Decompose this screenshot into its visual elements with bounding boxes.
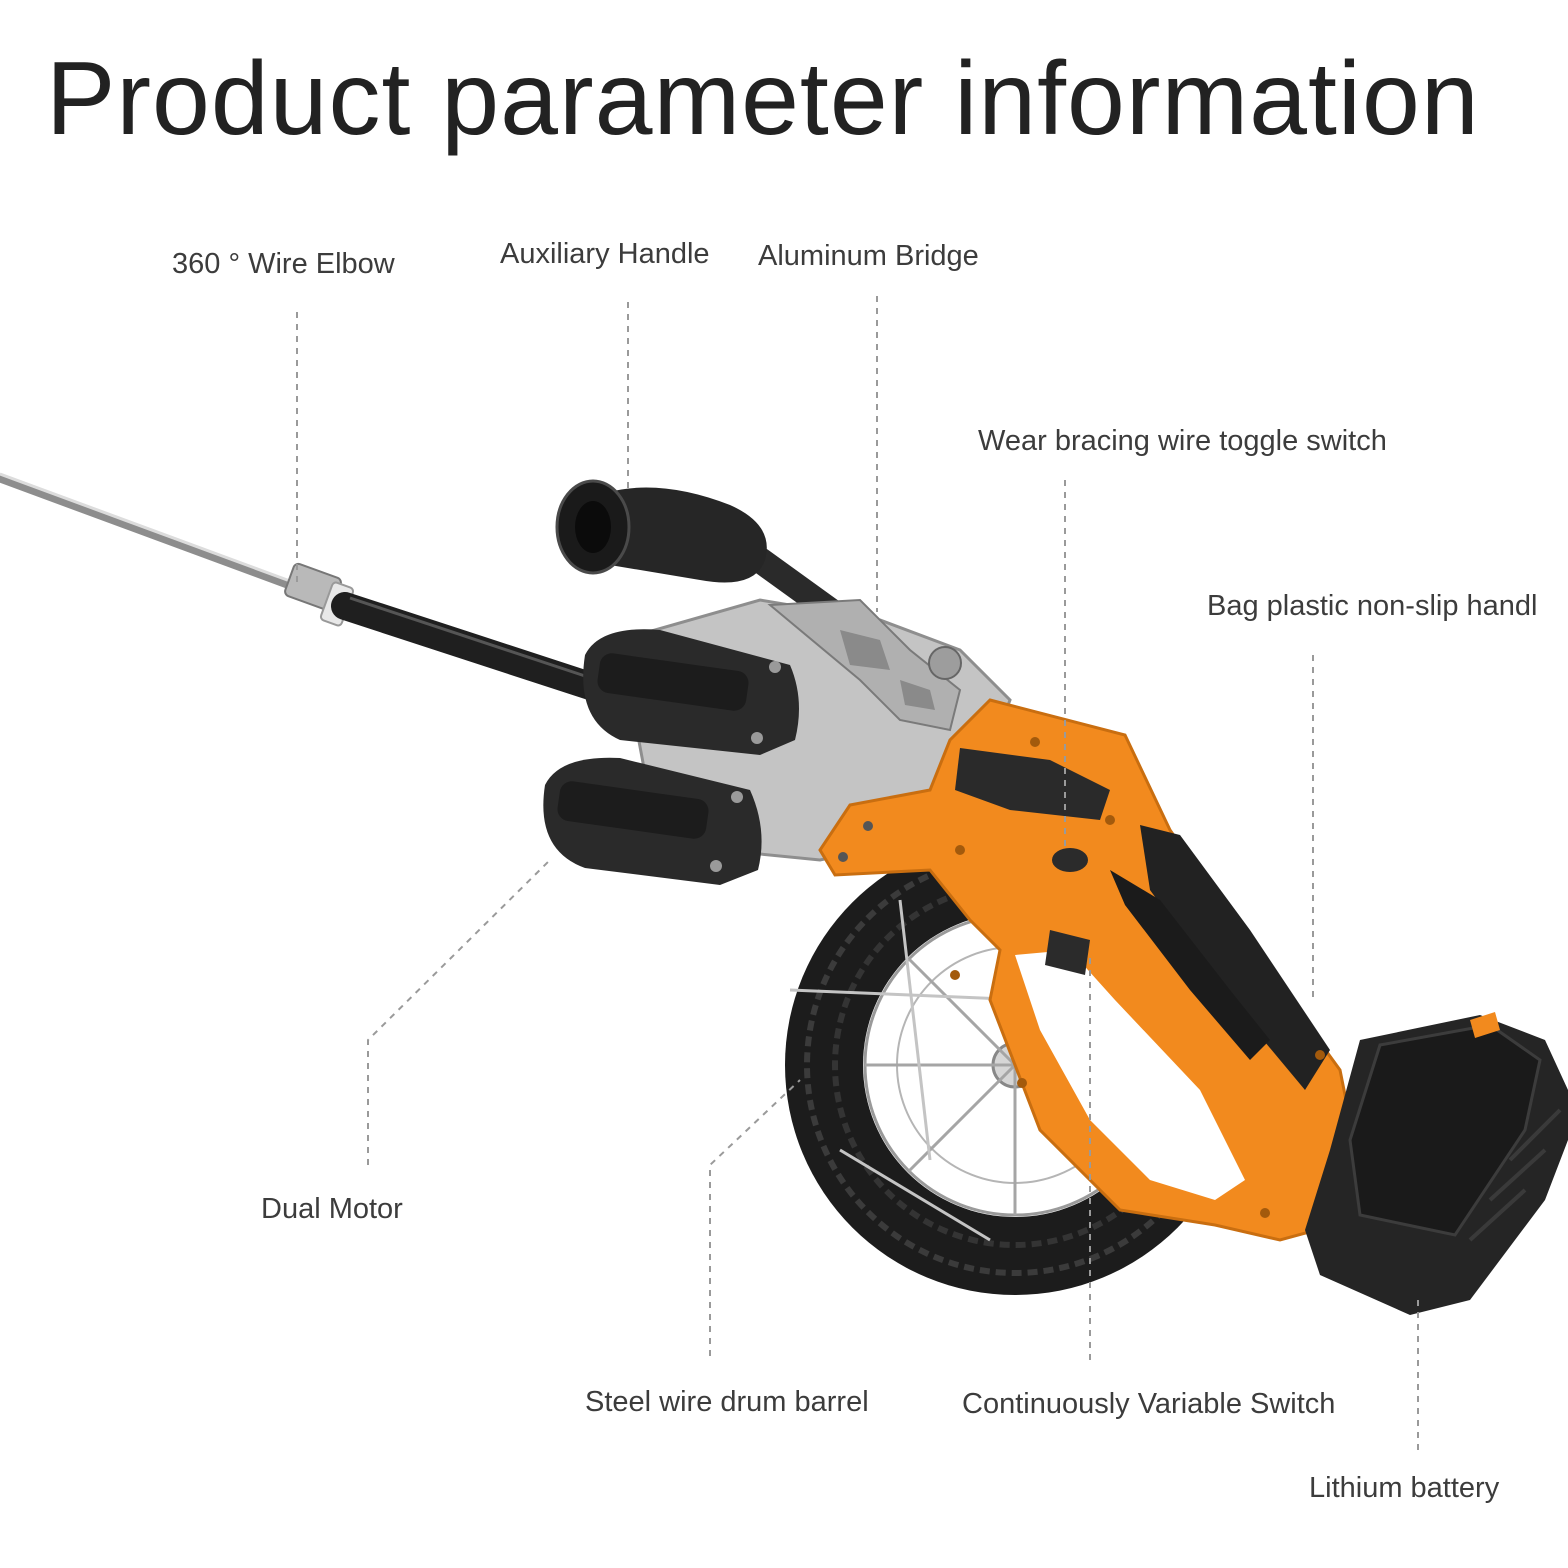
leader-lines [296, 296, 1419, 1452]
label-toggle-switch: Wear bracing wire toggle switch [978, 425, 1387, 457]
black-shaft [331, 592, 604, 700]
label-wire-elbow: 360 ° Wire Elbow [172, 248, 395, 280]
label-dual-motor: Dual Motor [261, 1193, 403, 1225]
probe-rod [0, 472, 295, 590]
lower-motor [543, 757, 762, 885]
lithium-battery [1305, 1012, 1568, 1315]
label-variable-switch: Continuously Variable Switch [962, 1388, 1336, 1420]
label-non-slip-handle: Bag plastic non-slip handl [1207, 590, 1538, 622]
label-auxiliary-handle: Auxiliary Handle [500, 238, 710, 270]
page-title: Product parameter information [46, 41, 1480, 157]
upper-motor [583, 629, 799, 755]
label-aluminum-bridge: Aluminum Bridge [758, 240, 979, 272]
label-lithium-battery: Lithium battery [1309, 1472, 1500, 1504]
auxiliary-handle [555, 479, 863, 638]
label-wire-drum: Steel wire drum barrel [585, 1386, 869, 1418]
